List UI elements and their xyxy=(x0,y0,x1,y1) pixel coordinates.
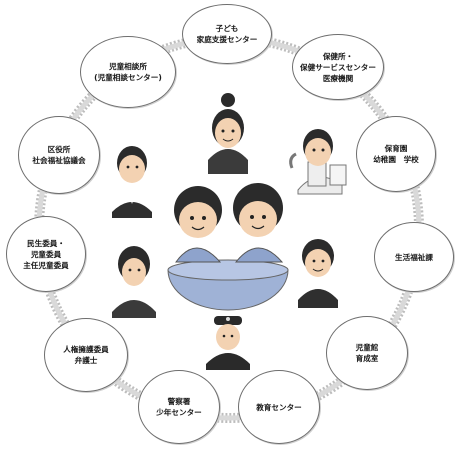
node-label: 民生委員・ 児童委員 主任児童委員 xyxy=(23,238,69,270)
boy-figure xyxy=(298,239,338,308)
node-label: 生活福祉課 xyxy=(395,252,433,262)
node-kuyakusho: 区役所 社会福祉協議会 xyxy=(18,116,100,194)
node-minsei-iin: 民生委員・ 児童委員 主任児童委員 xyxy=(6,216,86,292)
node-label: 保育園 幼稚園 学校 xyxy=(373,144,419,164)
node-label: 人権擁護委員 弁護士 xyxy=(63,345,109,365)
node-keisatsu: 警察署 少年センター xyxy=(138,370,220,444)
node-label: 子ども 家庭支援センター xyxy=(196,24,258,44)
node-label: 警察署 少年センター xyxy=(156,397,202,417)
node-kyouiku-center: 教育センター xyxy=(238,370,320,444)
woman-top-figure xyxy=(208,93,248,174)
children-globe-figure xyxy=(167,183,289,311)
node-label: 児童相談所 (児童相談センター) xyxy=(94,62,162,82)
doctor-figure xyxy=(289,129,347,195)
man-suit-figure xyxy=(112,146,152,218)
node-seikatsu-fukushi: 生活福祉課 xyxy=(374,222,454,292)
node-label: 教育センター xyxy=(256,402,302,412)
node-label: 区役所 社会福祉協議会 xyxy=(32,145,86,165)
node-jidou-soudanjo: 児童相談所 (児童相談センター) xyxy=(80,36,176,108)
node-label: 児童館 育成室 xyxy=(355,343,379,363)
node-jinken-yogo: 人権擁護委員 弁護士 xyxy=(44,318,128,392)
node-kodomo-katei-shien-center: 子ども 家庭支援センター xyxy=(182,4,272,64)
node-jidoukan: 児童館 育成室 xyxy=(326,316,408,390)
node-hokenjo: 保健所・ 保健サービスセンター 医療機関 xyxy=(292,34,384,100)
node-label: 保健所・ 保健サービスセンター 医療機関 xyxy=(300,51,376,83)
woman-short-figure xyxy=(112,246,156,318)
police-figure xyxy=(206,316,250,370)
node-hoikuen: 保育園 幼稚園 学校 xyxy=(356,116,436,192)
